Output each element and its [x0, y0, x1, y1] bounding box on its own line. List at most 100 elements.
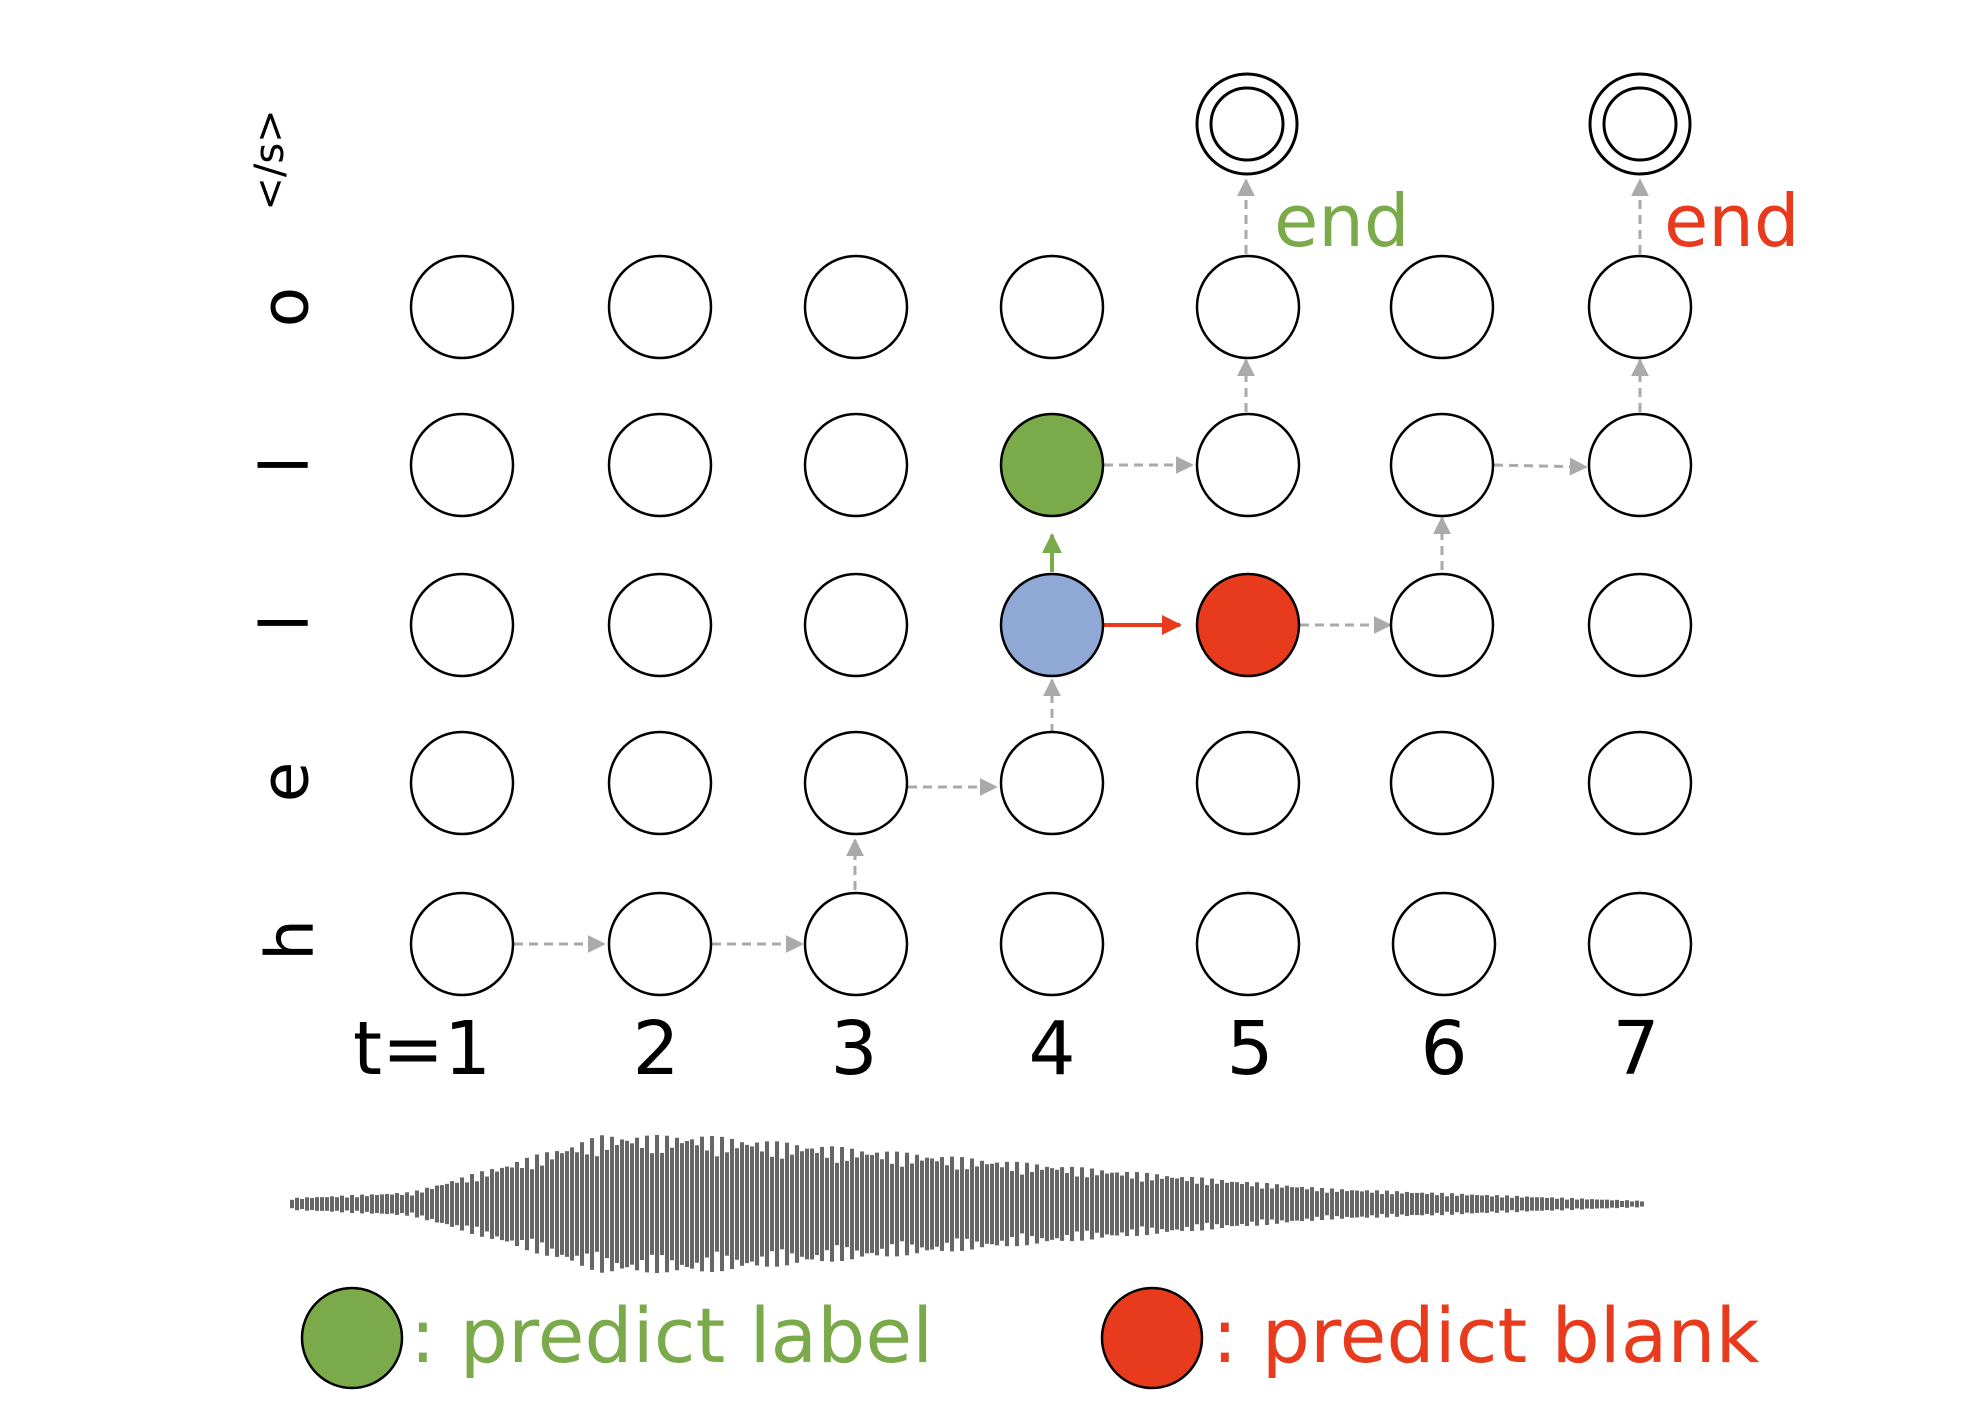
waveform-bar: [1380, 1194, 1384, 1214]
legend: : predict label : predict blank: [300, 1286, 1760, 1390]
waveform-bar: [1550, 1197, 1554, 1211]
waveform-bar: [1010, 1171, 1014, 1237]
waveform-bar: [660, 1152, 664, 1256]
waveform-bar: [1590, 1199, 1594, 1209]
waveform-bar: [560, 1153, 564, 1255]
waveform-bar: [1505, 1195, 1509, 1213]
waveform-bar: [1620, 1200, 1624, 1208]
waveform-bar: [320, 1197, 324, 1211]
waveform-bar: [710, 1136, 714, 1272]
waveform-bar: [1160, 1178, 1164, 1230]
waveform-bar: [1185, 1181, 1189, 1227]
waveform-bar: [1520, 1197, 1524, 1211]
row-label-l1: l: [247, 614, 324, 632]
waveform-bar: [640, 1148, 644, 1260]
waveform-bar: [1165, 1176, 1169, 1232]
waveform-bar: [600, 1135, 604, 1273]
legend-swatch-label: [300, 1286, 404, 1390]
waveform-bar: [445, 1183, 449, 1225]
waveform-bar: [1450, 1193, 1454, 1215]
waveform-bar: [1335, 1191, 1339, 1217]
waveform-bar: [1545, 1197, 1549, 1211]
waveform-bar: [960, 1157, 964, 1251]
waveform-bar: [475, 1181, 479, 1227]
terminal-node-inner: [1209, 86, 1285, 162]
waveform-bar: [1245, 1182, 1249, 1226]
waveform-bar: [1095, 1175, 1099, 1233]
waveform-bar: [515, 1161, 519, 1247]
waveform-bar: [465, 1182, 469, 1226]
waveform-bar: [840, 1146, 844, 1262]
waveform-bar: [750, 1146, 754, 1262]
waveform-bar: [1315, 1191, 1319, 1217]
waveform-bar: [550, 1159, 554, 1249]
waveform-bar: [415, 1190, 419, 1218]
waveform-bar: [1445, 1196, 1449, 1212]
waveform-bar: [760, 1151, 764, 1257]
waveform-bar: [980, 1160, 984, 1248]
waveform-bar: [1415, 1192, 1419, 1216]
waveform-bar: [1350, 1190, 1354, 1218]
waveform-bar: [815, 1152, 819, 1256]
waveform-bar: [1375, 1190, 1379, 1218]
waveform-bar: [1215, 1183, 1219, 1225]
waveform-bar: [1090, 1168, 1094, 1240]
waveform-bar: [1065, 1173, 1069, 1235]
waveform-bar: [1500, 1197, 1504, 1211]
waveform-bar: [385, 1193, 389, 1215]
waveform-bar: [1240, 1184, 1244, 1224]
waveform-bar: [765, 1141, 769, 1267]
waveform-bar: [650, 1153, 654, 1255]
waveform-bar: [1495, 1195, 1499, 1213]
waveform-bar: [1145, 1172, 1149, 1236]
time-label: t=1: [353, 1006, 491, 1092]
waveform-bar: [335, 1197, 339, 1211]
lattice-node: [607, 572, 713, 678]
waveform-bar: [360, 1194, 364, 1214]
waveform-bar: [405, 1192, 409, 1216]
waveform-bar: [1460, 1193, 1464, 1215]
waveform-bar: [945, 1165, 949, 1243]
alignment-path: [514, 178, 1649, 953]
waveform-bar: [950, 1156, 954, 1252]
waveform-bar: [1575, 1199, 1579, 1209]
waveform-bar: [1555, 1198, 1559, 1210]
waveform-bar: [1250, 1186, 1254, 1222]
terminal-nodes: [1195, 72, 1692, 176]
waveform-bar: [395, 1193, 399, 1215]
waveform-bar: [450, 1181, 454, 1227]
waveform-bar: [1295, 1187, 1299, 1221]
lattice-node: [999, 891, 1105, 997]
waveform-bar: [965, 1169, 969, 1239]
time-label: 5: [1226, 1006, 1273, 1092]
lattice-nodes: [409, 254, 1693, 997]
waveform-bar: [1310, 1187, 1314, 1221]
waveform-bar: [610, 1136, 614, 1272]
waveform-bar: [1535, 1197, 1539, 1211]
waveform-bar: [855, 1157, 859, 1251]
waveform-bar: [330, 1196, 334, 1212]
waveform-bar: [1080, 1167, 1084, 1241]
waveform-bar: [940, 1157, 944, 1251]
waveform-bar: [1180, 1177, 1184, 1231]
lattice-node: [607, 412, 713, 518]
waveform-bar: [805, 1148, 809, 1260]
blank-node: [1195, 572, 1301, 678]
waveform-bar: [1225, 1182, 1229, 1226]
waveform-bar: [1365, 1190, 1369, 1218]
waveform-bar: [1635, 1200, 1639, 1208]
waveform-bar: [895, 1151, 899, 1257]
waveform-bar: [410, 1195, 414, 1213]
waveform-bar: [1540, 1197, 1544, 1211]
waveform-bar: [1585, 1199, 1589, 1209]
waveform-bar: [425, 1187, 429, 1221]
waveform-bar: [555, 1151, 559, 1257]
waveform-bar: [1325, 1192, 1329, 1216]
lattice-node: [607, 891, 713, 997]
waveform-bar: [910, 1163, 914, 1245]
waveform-bar: [305, 1197, 309, 1211]
waveform-bar: [810, 1148, 814, 1260]
waveform-bar: [1125, 1171, 1129, 1237]
waveform-bar: [825, 1157, 829, 1251]
waveform-bar: [1135, 1172, 1139, 1236]
